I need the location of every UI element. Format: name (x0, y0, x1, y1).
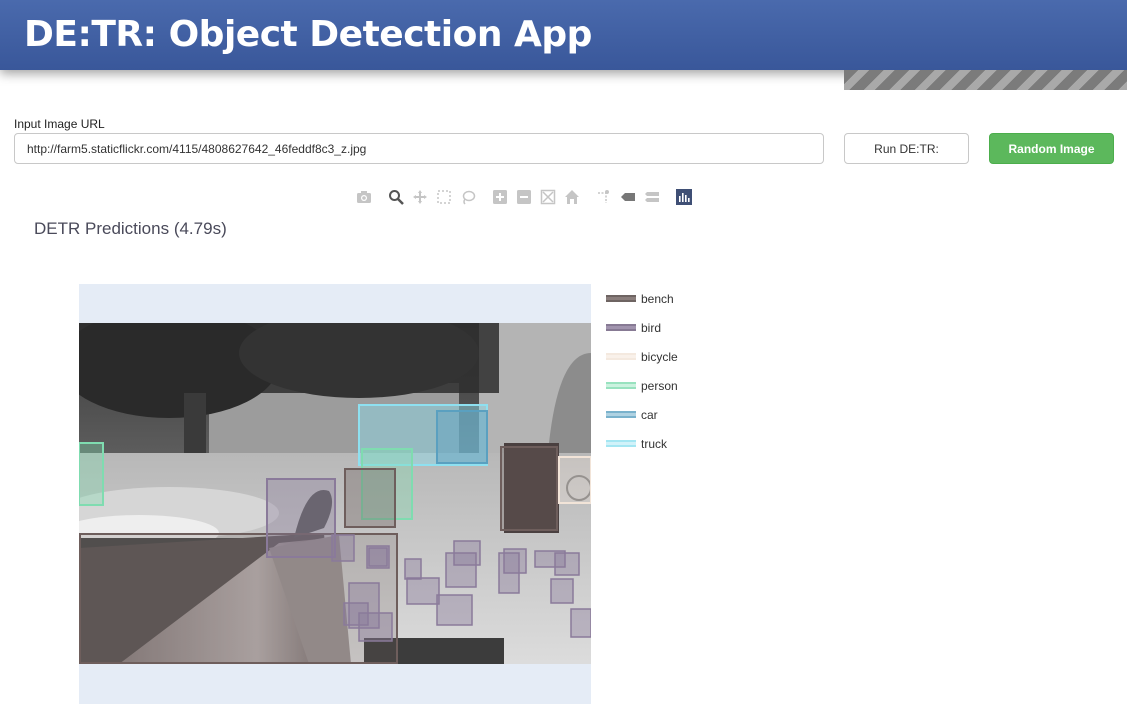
spike-lines-icon[interactable] (594, 186, 614, 208)
legend-swatch (606, 440, 636, 447)
hover-compare-icon[interactable] (642, 186, 662, 208)
image-url-input[interactable] (14, 133, 824, 164)
legend-item-bird[interactable]: bird (600, 319, 720, 337)
plot-legend: bench bird bicycle person car truck (600, 290, 720, 460)
plot-modebar (354, 186, 699, 208)
legend-item-truck[interactable]: truck (600, 435, 720, 453)
legend-label: bicycle (641, 350, 678, 364)
box-select-icon[interactable] (434, 186, 454, 208)
app-title: DE:TR: Object Detection App (24, 14, 592, 55)
reset-axes-icon[interactable] (562, 186, 582, 208)
legend-label: car (641, 408, 658, 422)
zoom-in-icon[interactable] (490, 186, 510, 208)
zoom-out-icon[interactable] (514, 186, 534, 208)
plot-title: DETR Predictions (4.79s) (34, 219, 227, 238)
legend-item-person[interactable]: person (600, 377, 720, 395)
legend-label: bird (641, 321, 662, 335)
legend-label: person (641, 379, 678, 393)
hover-closest-icon[interactable] (618, 186, 638, 208)
legend-item-bicycle[interactable]: bicycle (600, 348, 720, 366)
plotly-logo-icon[interactable] (674, 186, 694, 208)
lasso-select-icon[interactable] (458, 186, 478, 208)
zoom-icon[interactable] (386, 186, 406, 208)
url-label: Input Image URL (14, 117, 105, 131)
detection-image-canvas (79, 323, 591, 664)
loading-stripes (844, 70, 1127, 90)
legend-item-car[interactable]: car (600, 406, 720, 424)
legend-swatch (606, 324, 636, 331)
legend-swatch (606, 411, 636, 418)
legend-label: bench (641, 292, 674, 306)
legend-item-bench[interactable]: bench (600, 290, 720, 308)
autoscale-icon[interactable] (538, 186, 558, 208)
pan-icon[interactable] (410, 186, 430, 208)
legend-label: truck (641, 437, 668, 451)
run-detr-button[interactable]: Run DE:TR: (844, 133, 969, 164)
random-image-button[interactable]: Random Image (989, 133, 1114, 164)
legend-swatch (606, 382, 636, 389)
camera-icon[interactable] (354, 186, 374, 208)
legend-swatch (606, 295, 636, 302)
app-banner: DE:TR: Object Detection App (0, 0, 1127, 70)
legend-swatch (606, 353, 636, 360)
detection-image[interactable] (79, 323, 591, 664)
